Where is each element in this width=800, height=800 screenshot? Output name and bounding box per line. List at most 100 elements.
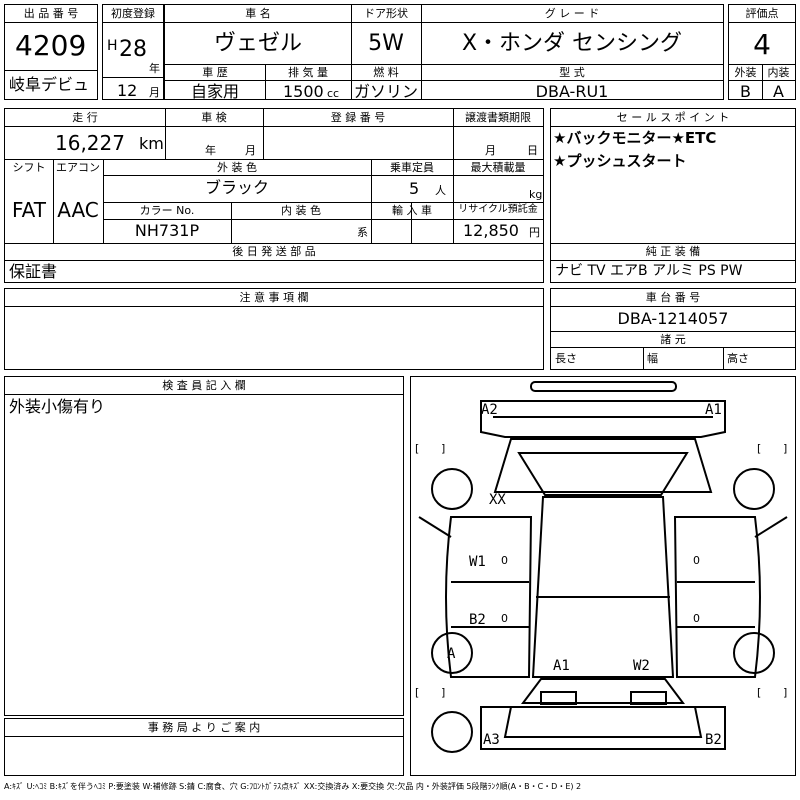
color-no-label: カラー No. (139, 204, 195, 217)
bracket-6: ] (441, 686, 446, 699)
recycle-unit: 円 (529, 226, 540, 239)
first-reg-box: 初度登録 H 28 年 12 月 (102, 4, 164, 100)
notes-box: 注 意 事 項 欄 (4, 288, 544, 370)
shift-label: シフト (12, 161, 46, 174)
car-diagram-svg (418, 381, 788, 753)
details-box: 走 行 車 検 登 録 番 号 譲渡書類期限 16,227 km 年 月 月 日… (4, 108, 544, 283)
sales-point-1: ★バックモニター★ETC (553, 129, 717, 147)
month-unit: 月 (149, 86, 160, 99)
car-name: ヴェゼル (213, 31, 302, 56)
sales-box: セ ー ル ス ポ イ ン ト ★バックモニター★ETC ★プッシュスタート 純… (550, 108, 796, 283)
mark-zero-4: 0 (693, 612, 700, 625)
grade-label: グ レ ー ド (544, 7, 600, 20)
mark-front-left: A2 (481, 402, 498, 418)
score-label: 評価点 (745, 7, 779, 20)
chassis-label: 車 台 番 号 (645, 291, 701, 304)
exterior-label: 外装 (734, 66, 757, 79)
door-type: 5W (368, 31, 404, 56)
first-reg-label: 初度登録 (111, 7, 155, 20)
max-load-label: 最大積載量 (470, 161, 526, 174)
dims-label: 諸 元 (660, 333, 686, 346)
height-label: 高さ (727, 352, 749, 365)
era: H (107, 38, 118, 54)
year-unit: 年 (149, 62, 160, 75)
max-load-unit: kg (529, 188, 543, 201)
door-label: ドア形状 (364, 7, 408, 20)
capacity: 5 (409, 179, 420, 198)
notes-label: 注 意 事 項 欄 (239, 291, 309, 304)
displacement: 1500 (283, 82, 324, 100)
aircon: AAC (57, 198, 99, 222)
fuel: ガソリン (353, 82, 418, 100)
transfer-day-unit: 日 (527, 144, 538, 157)
lot-box: 出 品 番 号 4209 岐阜デビュ (4, 4, 98, 100)
grade: X・ホンダ センシング (461, 31, 683, 56)
bracket-2: ] (441, 442, 446, 455)
damage-diagram: A2 A1 XX W1 0 0 B2 0 0 A A1 W2 A3 B2 [ ]… (410, 376, 796, 776)
chassis-no: DBA-1214057 (617, 309, 729, 328)
inspection-month-unit: 月 (245, 144, 256, 157)
lot-label: 出 品 番 号 (23, 7, 79, 20)
ext-color: ブラック (204, 178, 269, 197)
score-box: 評価点 4 外装 内装 B A (728, 4, 796, 100)
mark-zero-3: 0 (501, 612, 508, 625)
mark-front-right: A1 (705, 402, 722, 418)
bracket-8: ] (783, 686, 788, 699)
reg-no-label: 登 録 番 号 (330, 111, 386, 124)
history-label: 車 歴 (202, 66, 228, 79)
bracket-5: [ (415, 686, 420, 699)
inspector-label: 検 査 員 記 入 欄 (162, 379, 246, 392)
sales-point-label: セ ー ル ス ポ イ ン ト (616, 111, 730, 124)
mark-a1-rear: A1 (553, 658, 570, 674)
transfer-label: 譲渡書類期限 (465, 111, 531, 124)
width-label: 幅 (647, 352, 658, 365)
mark-w2: W2 (633, 658, 650, 674)
mark-wheel-a: A (447, 646, 456, 662)
ext-grade: B (740, 82, 751, 100)
inspector-box: 検 査 員 記 入 欄 外装小傷有り (4, 376, 404, 716)
mark-b2-mid: B2 (469, 612, 486, 628)
genuine-equipment: ナビ TV エアB アルミ PS PW (555, 263, 743, 279)
office-label: 事 務 局 よ り ご 案 内 (147, 721, 261, 734)
venue: 岐阜デビュ (9, 75, 90, 94)
ext-color-label: 外 装 色 (217, 161, 257, 174)
recycle: 12,850 (463, 221, 519, 240)
transfer-month-unit: 月 (485, 144, 496, 157)
mileage: 16,227 (55, 131, 125, 155)
shift: FAT (11, 198, 46, 222)
sales-point-2: ★プッシュスタート (553, 152, 687, 170)
displacement-label: 排 気 量 (288, 66, 328, 79)
office-box: 事 務 局 よ り ご 案 内 (4, 718, 404, 776)
cc-unit: cc (327, 87, 340, 100)
legend: A:ｷｽﾞ U:ﾍｺﾐ B:ｷｽﾞを伴うﾍｺﾐ P:要塗装 W:補修跡 S:錆 … (4, 782, 582, 791)
int-color-suffix: 系 (357, 226, 368, 239)
mark-zero-2: 0 (693, 554, 700, 567)
chassis-box: 車 台 番 号 DBA-1214057 諸 元 長さ 幅 高さ (550, 288, 796, 370)
int-grade: A (773, 82, 784, 100)
bracket-7: [ (757, 686, 762, 699)
model: DBA-RU1 (535, 82, 609, 100)
int-color-label: 内 装 色 (281, 204, 321, 217)
inspection-label: 車 検 (201, 111, 227, 124)
car-info-box: 車 名 ドア形状 グ レ ー ド ヴェゼル 5W X・ホンダ センシング 車 歴… (164, 4, 724, 100)
capacity-label: 乗車定員 (390, 161, 434, 174)
fuel-label: 燃 料 (373, 66, 399, 79)
bracket-1: [ (415, 442, 420, 455)
mark-rear-left: A3 (483, 732, 500, 748)
reg-year: 28 (119, 37, 147, 62)
later-items-label: 後 日 発 送 部 品 (232, 245, 316, 258)
bracket-4: ] (783, 442, 788, 455)
recycle-label: リサイクル預託金 (458, 204, 538, 215)
mark-rear-right: B2 (705, 732, 722, 748)
genuine-label: 純 正 装 備 (645, 245, 701, 258)
bracket-3: [ (757, 442, 762, 455)
mileage-unit: km (139, 134, 164, 153)
interior-label: 内装 (767, 66, 790, 79)
score: 4 (753, 28, 771, 61)
mark-xx: XX (489, 492, 506, 508)
reg-month: 12 (117, 81, 138, 100)
capacity-unit: 人 (435, 184, 446, 197)
later-items: 保証書 (9, 262, 58, 281)
inspector-note: 外装小傷有り (9, 397, 106, 416)
mileage-label: 走 行 (72, 111, 98, 124)
